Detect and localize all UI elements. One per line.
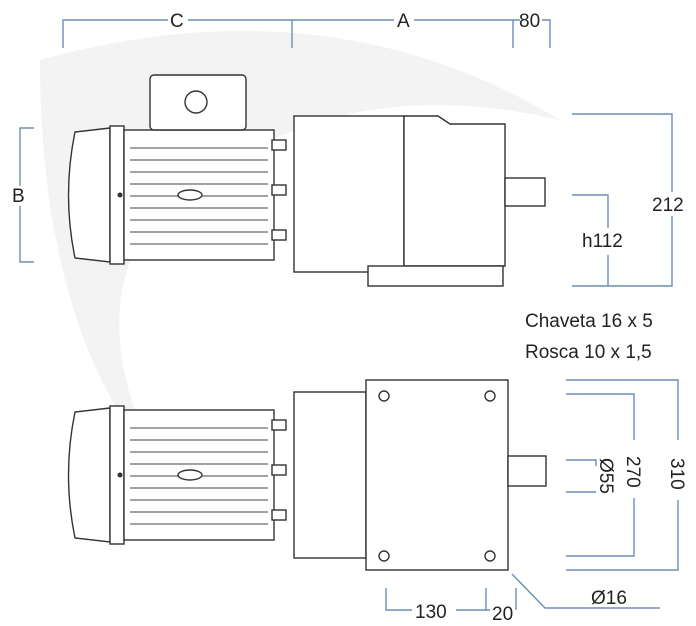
cooling-fins-top xyxy=(130,147,268,245)
bottom-view xyxy=(67,379,547,571)
gearbox-front-top xyxy=(403,115,506,267)
flange-bolts-bottom xyxy=(271,419,287,521)
flange-bolts-top xyxy=(271,139,287,241)
gearbox-top xyxy=(293,115,405,273)
gearbox-foot xyxy=(367,265,504,287)
motor-housing-top xyxy=(123,129,275,261)
cable-gland xyxy=(184,90,208,114)
screw-dot-bottom xyxy=(117,472,123,478)
dim-310-label: 310 xyxy=(666,458,687,490)
dim-270-label: 270 xyxy=(622,456,643,488)
dim-c-label: C xyxy=(170,11,184,32)
dim-80-label: 80 xyxy=(519,11,540,32)
screw-dot-top xyxy=(117,192,123,198)
dim-a-label: A xyxy=(397,11,410,32)
note-chaveta: Chaveta 16 x 5 xyxy=(525,311,653,332)
note-rosca: Rosca 10 x 1,5 xyxy=(525,342,652,363)
name-plate-bottom xyxy=(177,469,203,481)
gearbox-side xyxy=(293,391,367,559)
dim-212-label: 212 xyxy=(652,195,684,216)
dim-130-label: 130 xyxy=(415,602,447,623)
dim-55-label: Ø55 xyxy=(595,458,616,494)
name-plate-top xyxy=(177,189,203,201)
output-shaft-bottom xyxy=(507,455,547,487)
fan-cover-bottom xyxy=(67,407,111,543)
output-shaft-top xyxy=(504,177,546,207)
top-view xyxy=(67,74,546,287)
dim-h112-label: h112 xyxy=(582,231,623,252)
fan-cover-top xyxy=(67,127,111,263)
gearbox-face xyxy=(365,379,509,571)
dim-20-label: 20 xyxy=(492,604,513,625)
mounting-holes xyxy=(378,390,496,562)
dimension-lines xyxy=(19,19,679,611)
dim-b-label: B xyxy=(12,186,25,207)
dim-16-label: Ø16 xyxy=(591,588,627,609)
